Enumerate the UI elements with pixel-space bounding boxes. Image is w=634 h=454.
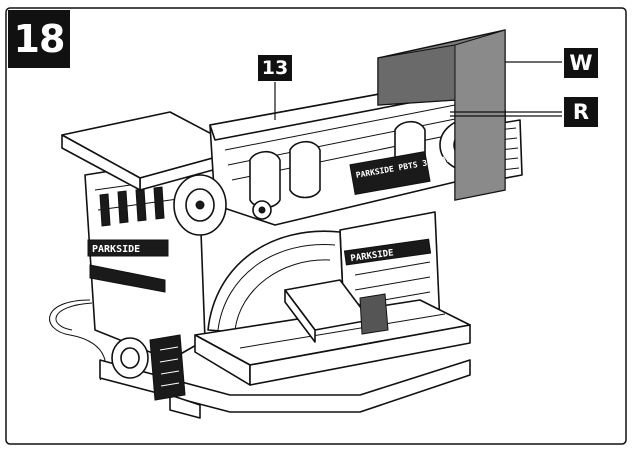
figure-border bbox=[5, 7, 627, 445]
figure-number: 18 bbox=[8, 10, 70, 68]
callout-w: W bbox=[564, 48, 598, 78]
machine-base bbox=[99, 359, 471, 413]
tilt-scale bbox=[149, 334, 186, 401]
brand-badge-left-bg bbox=[87, 239, 169, 257]
brand-badge-front-bg bbox=[343, 238, 432, 266]
callout-13: 13 bbox=[258, 55, 292, 81]
callout-r: R bbox=[564, 97, 598, 127]
base-foot-left bbox=[169, 394, 201, 419]
vent-strip bbox=[89, 264, 166, 293]
power-cord-inner bbox=[55, 302, 93, 331]
brand-badge-left: PARKSIDE bbox=[92, 244, 140, 255]
miter-knob bbox=[359, 293, 389, 335]
rating-plate-bg bbox=[349, 151, 431, 195]
